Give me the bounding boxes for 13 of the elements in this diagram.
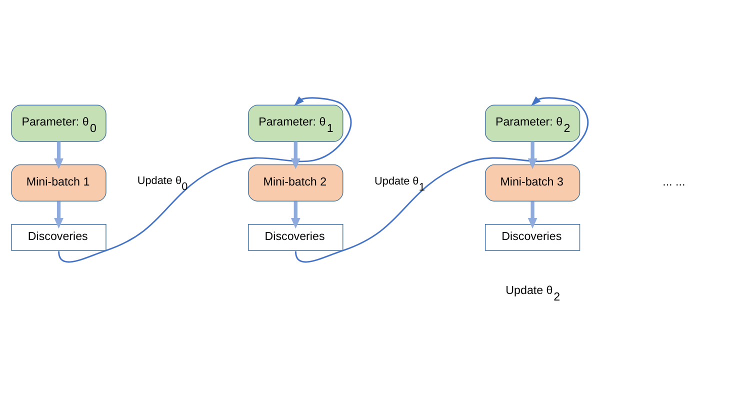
arrow <box>54 141 64 169</box>
node-box: Mini-batch 2 <box>248 164 344 201</box>
arrow <box>528 200 538 228</box>
node-box: Discoveries <box>484 223 580 250</box>
arrow <box>54 200 64 228</box>
node-box: Mini-batch 3 <box>484 164 580 201</box>
arrow <box>290 141 300 169</box>
node-box: Discoveries <box>248 223 344 250</box>
node-box: Discoveries <box>11 223 106 250</box>
node-box: Mini-batch 1 <box>11 164 106 201</box>
arrow <box>290 200 300 228</box>
arrow <box>528 141 538 169</box>
label: ... ... <box>662 175 686 188</box>
